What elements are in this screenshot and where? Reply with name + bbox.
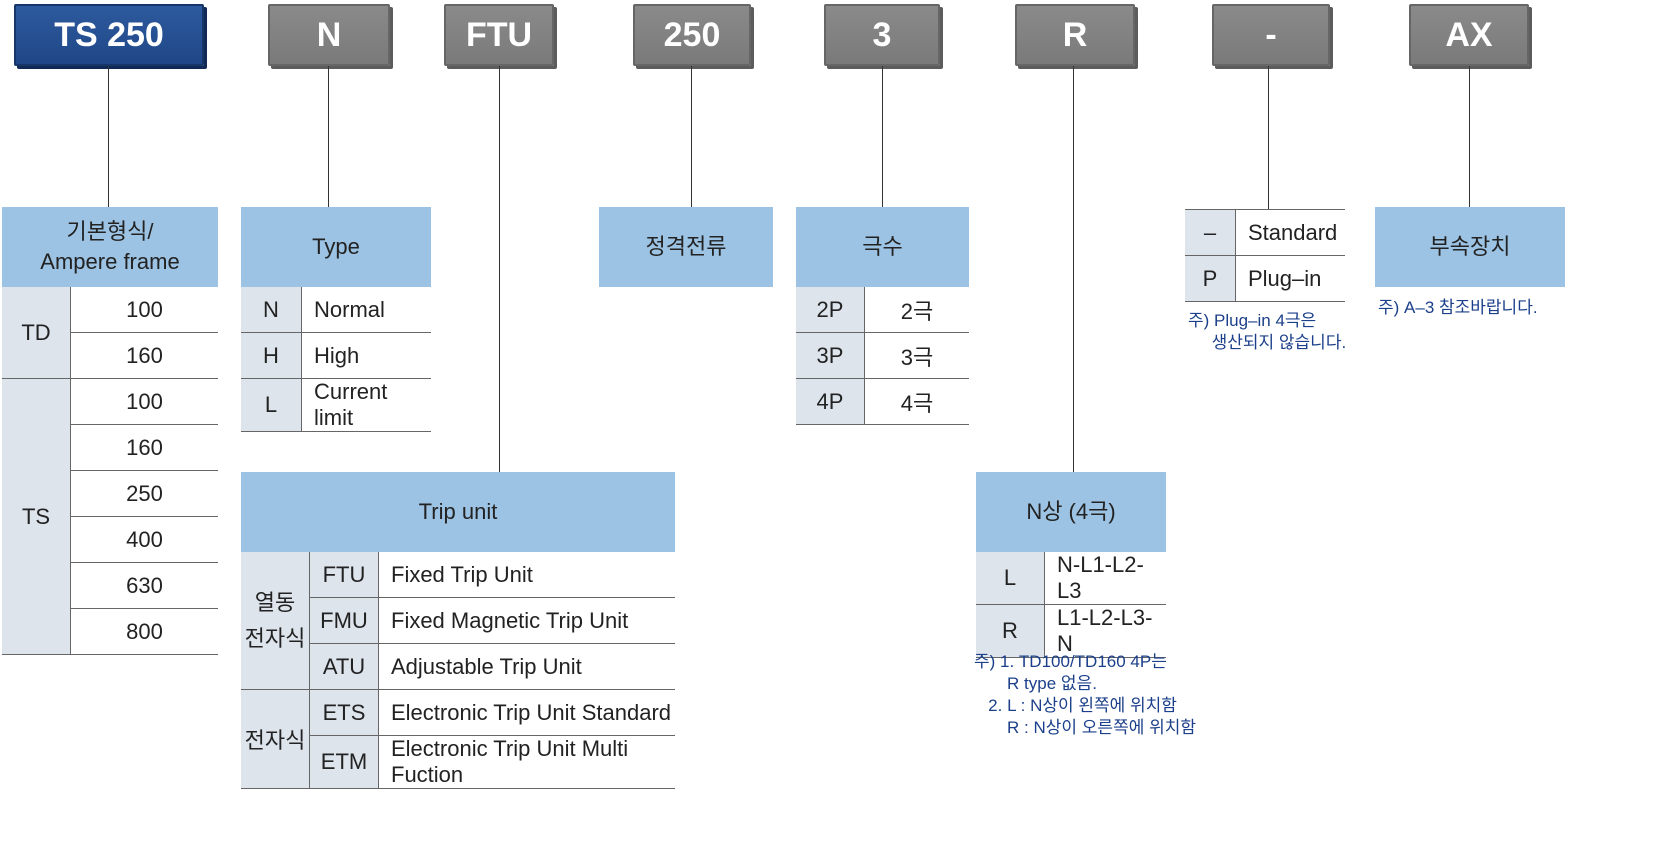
table-row: 160 <box>2 332 218 379</box>
frame-value: 160 <box>70 424 218 471</box>
frame-value: 100 <box>70 287 218 333</box>
type-label: Normal <box>301 287 431 333</box>
table-row: L N-L1-L2-L3 <box>976 552 1166 605</box>
trip-unit-code: FMU <box>309 597 379 644</box>
table-row: 전자식 ETS Electronic Trip Unit Standard <box>241 689 675 789</box>
type-code: N <box>241 287 302 333</box>
table-row: 4P 4극 <box>796 378 969 425</box>
frame-value: 160 <box>70 332 218 379</box>
frame-group-ts: TS <box>2 378 71 655</box>
code-box-poles: 3 <box>824 4 940 66</box>
type-label: High <box>301 332 431 379</box>
frame-header: 기본형식/Ampere frame <box>2 207 218 287</box>
table-row: TD 100 <box>2 287 218 379</box>
n-phase-header: N상 (4극) <box>976 472 1166 552</box>
type-code: L <box>241 378 302 432</box>
table-row: 630 <box>2 562 218 609</box>
type-label: Current limit <box>301 378 431 432</box>
trip-unit-label: Fixed Trip Unit <box>378 552 675 598</box>
table-row: L Current limit <box>241 378 431 432</box>
trip-unit-code: ATU <box>309 643 379 690</box>
trip-unit-group-thermal-magnetic: 열동 전자식 <box>241 552 310 690</box>
trip-unit-label: Fixed Magnetic Trip Unit <box>378 597 675 644</box>
frame-table: TD 100 160 TS 100 160 250 400 630 800 <box>2 287 218 655</box>
table-row: ETM Electronic Trip Unit Multi Fuction <box>241 735 675 789</box>
table-row: H High <box>241 332 431 379</box>
table-row: – Standard <box>1185 209 1345 256</box>
trip-unit-group-electronic: 전자식 <box>241 689 310 789</box>
table-row: 2P 2극 <box>796 287 969 333</box>
n-phase-code: R <box>976 604 1045 658</box>
table-row: N Normal <box>241 287 431 333</box>
rated-current-header: 정격전류 <box>599 207 773 287</box>
table-row: ATU Adjustable Trip Unit <box>241 643 675 690</box>
trip-unit-code: FTU <box>309 552 379 598</box>
trip-unit-header: Trip unit <box>241 472 675 552</box>
mounting-code: – <box>1185 209 1236 256</box>
connector-line-accessories <box>1469 66 1470 207</box>
n-phase-code: L <box>976 552 1045 605</box>
mounting-label: Standard <box>1235 209 1345 256</box>
frame-value: 400 <box>70 516 218 563</box>
type-code: H <box>241 332 302 379</box>
trip-unit-table: 열동 전자식 FTU Fixed Trip Unit FMU Fixed Mag… <box>241 552 675 789</box>
connector-line-type <box>328 66 329 207</box>
connector-line-frame <box>108 66 109 207</box>
code-box-frame: TS 250 <box>14 4 204 66</box>
type-table: N Normal H High L Current limit <box>241 287 431 432</box>
table-row: 250 <box>2 470 218 517</box>
connector-line-poles <box>882 66 883 207</box>
poles-table: 2P 2극 3P 3극 4P 4극 <box>796 287 969 425</box>
code-box-trip-unit: FTU <box>444 4 554 66</box>
table-row: P Plug–in <box>1185 255 1345 302</box>
table-row: 400 <box>2 516 218 563</box>
code-box-n-phase: R <box>1015 4 1135 66</box>
code-box-mounting: - <box>1212 4 1330 66</box>
mounting-label: Plug–in <box>1235 255 1345 302</box>
code-box-type: N <box>268 4 390 66</box>
type-header: Type <box>241 207 431 287</box>
table-row: TS 100 <box>2 378 218 655</box>
accessories-header: 부속장치 <box>1375 207 1565 287</box>
frame-header-line1: 기본형식/ <box>66 219 154 245</box>
trip-unit-code: ETS <box>309 689 379 736</box>
frame-header-line2: Ampere frame <box>40 249 180 274</box>
connector-line-trip-unit <box>499 66 500 472</box>
poles-label: 4극 <box>864 378 969 425</box>
table-row: 3P 3극 <box>796 332 969 379</box>
trip-unit-label: Electronic Trip Unit Multi Fuction <box>378 735 675 789</box>
frame-value: 100 <box>70 378 218 425</box>
n-phase-label: N-L1-L2-L3 <box>1044 552 1166 605</box>
accessories-note: 주) A–3 참조바랍니다. <box>1378 298 1538 317</box>
mounting-code: P <box>1185 255 1236 302</box>
connector-line-n-phase <box>1073 66 1074 472</box>
table-row: 800 <box>2 608 218 655</box>
table-row: FMU Fixed Magnetic Trip Unit <box>241 597 675 644</box>
trip-unit-label: Electronic Trip Unit Standard <box>378 689 675 736</box>
n-phase-table: L N-L1-L2-L3 R L1-L2-L3-N <box>976 552 1166 658</box>
poles-label: 2극 <box>864 287 969 333</box>
table-row: 열동 전자식 FTU Fixed Trip Unit <box>241 552 675 690</box>
poles-code: 2P <box>796 287 865 333</box>
table-row: 160 <box>2 424 218 471</box>
poles-label: 3극 <box>864 332 969 379</box>
frame-value: 800 <box>70 608 218 655</box>
frame-value: 250 <box>70 470 218 517</box>
code-box-rated-current: 250 <box>633 4 751 66</box>
frame-group-td: TD <box>2 287 71 379</box>
n-phase-label: L1-L2-L3-N <box>1044 604 1166 658</box>
mounting-table: – Standard P Plug–in <box>1185 209 1345 302</box>
connector-line-rated-current <box>691 66 692 207</box>
n-phase-note: 주) 1. TD100/TD160 4P는 R type 없음. 2. L : … <box>974 652 1196 737</box>
table-row: R L1-L2-L3-N <box>976 604 1166 658</box>
frame-value: 630 <box>70 562 218 609</box>
code-box-accessories: AX <box>1409 4 1529 66</box>
poles-code: 4P <box>796 378 865 425</box>
poles-code: 3P <box>796 332 865 379</box>
connector-line-mounting <box>1268 66 1269 209</box>
mounting-note: 주) Plug–in 4극은 생산되지 않습니다. <box>1188 311 1347 352</box>
trip-unit-code: ETM <box>309 735 379 789</box>
poles-header: 극수 <box>796 207 969 287</box>
trip-unit-label: Adjustable Trip Unit <box>378 643 675 690</box>
